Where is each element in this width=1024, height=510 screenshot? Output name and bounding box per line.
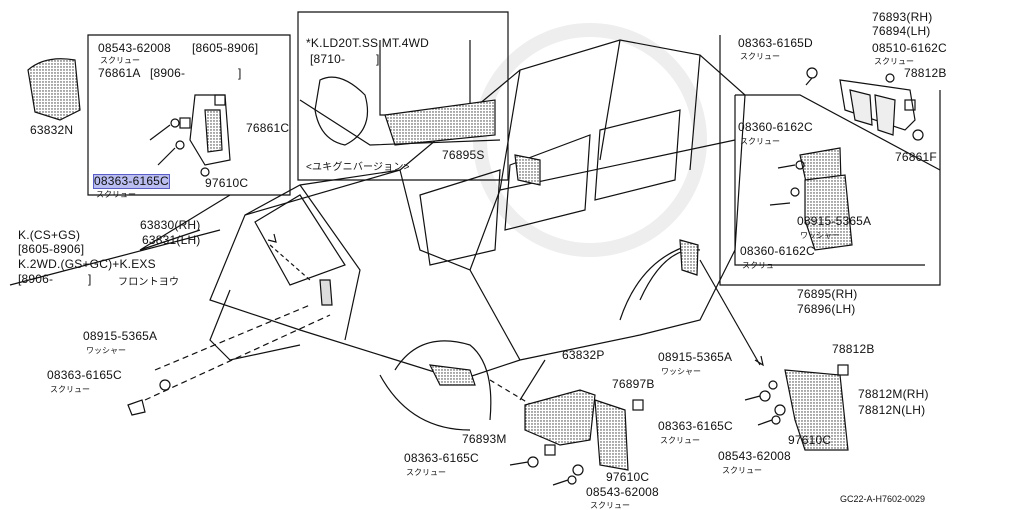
washer-jp-label: ワッシャー [86, 346, 126, 355]
part-number-08360-6162C: 08360-6162C [740, 244, 815, 258]
condition-line-3: K.2WD.(GS+GC)+K.EXS [18, 257, 156, 271]
part-number-97610C: 97610C [788, 433, 832, 447]
part-number-08363-6165C-highlighted[interactable]: 08363-6165C [93, 174, 170, 189]
part-number-08915-5365A: 08915-5365A [797, 214, 872, 228]
condition-line-1: K.(CS+GS) [18, 228, 81, 242]
part-number-76895S: 76895S [442, 148, 485, 162]
part-number-63830-rh: 63830(RH) [140, 218, 201, 232]
bracket-close: ] [238, 66, 242, 80]
screw-jp-label: スクリュー [660, 436, 700, 445]
screw-jp-label: スクリュー [96, 190, 136, 199]
screw-jp-label: スクリュー [740, 52, 780, 61]
diagram-code: GC22-A-H7602-0029 [840, 494, 926, 504]
part-number-08915-5365A: 08915-5365A [658, 350, 733, 364]
part-number-97610C: 97610C [606, 470, 650, 484]
part-number-78812B: 78812B [904, 66, 947, 80]
part-number-08543-62008: 08543-62008 [586, 485, 659, 499]
part-number-76893M: 76893M [462, 432, 507, 446]
part-number-76861C: 76861C [246, 121, 290, 135]
screw-jp-label: スクリュー [722, 466, 762, 475]
bracket-close: ] [88, 272, 92, 286]
front-jp-label: フロントヨウ [118, 277, 180, 288]
part-number-76861A: 76861A [98, 66, 141, 80]
screw-jp-label: スクリュー [100, 56, 140, 65]
part-number-76897B: 76897B [612, 377, 655, 391]
part-number-08360-6162C: 08360-6162C [738, 120, 813, 134]
variant-title: *K.LD20T.SS.MT.4WD [306, 36, 429, 50]
part-number-08510-6162C: 08510-6162C [872, 41, 947, 55]
part-number-76893-rh: 76893(RH) [872, 10, 933, 24]
part-number-08543-62008: 08543-62008 [98, 41, 171, 55]
part-number-76896-lh: 76896(LH) [797, 302, 856, 316]
screw-jp-label: スクリュー [740, 137, 780, 146]
part-number-08363-6165D: 08363-6165D [738, 36, 813, 50]
date-range-label: [8710- [310, 52, 346, 66]
part-number-08363-6165C: 08363-6165C [658, 419, 733, 433]
screw-jp-label: スクリュー [50, 385, 90, 394]
screw-jp-label: スクリュー [590, 501, 630, 510]
part-number-76895-rh: 76895(RH) [797, 287, 858, 301]
part-number-08915-5365A: 08915-5365A [83, 329, 158, 343]
part-number-78812N-lh: 78812N(LH) [858, 403, 926, 417]
part-number-63832N: 63832N [30, 123, 74, 137]
condition-line-2: [8605-8906] [18, 242, 85, 256]
screw-jp-label: スクリュー [874, 57, 914, 66]
washer-jp-label: ワッシャー [800, 231, 840, 240]
condition-line-4: [8906- [18, 272, 54, 286]
date-range-label: [8906- [150, 66, 186, 80]
part-number-76861F: 76861F [895, 150, 937, 164]
part-number-97610C: 97610C [205, 176, 249, 190]
part-number-76894-lh: 76894(LH) [872, 24, 931, 38]
part-number-63832P: 63832P [562, 348, 605, 362]
screw-jp-label: スクリュー [742, 261, 782, 270]
part-number-08363-6165C: 08363-6165C [404, 451, 479, 465]
washer-jp-label: ワッシャー [661, 367, 701, 376]
screw-jp-label: スクリュー [406, 468, 446, 477]
part-number-78812M-rh: 78812M(RH) [858, 387, 929, 401]
part-number-78812B: 78812B [832, 342, 875, 356]
snow-version-caption: <ユキグニバージョン> [306, 162, 410, 173]
part-number-08363-6165C: 08363-6165C [47, 368, 122, 382]
bracket-close: ] [376, 52, 380, 66]
date-range-label: [8605-8906] [192, 41, 259, 55]
part-number-08543-62008: 08543-62008 [718, 449, 791, 463]
part-number-63831-lh: 63831(LH) [142, 233, 201, 247]
